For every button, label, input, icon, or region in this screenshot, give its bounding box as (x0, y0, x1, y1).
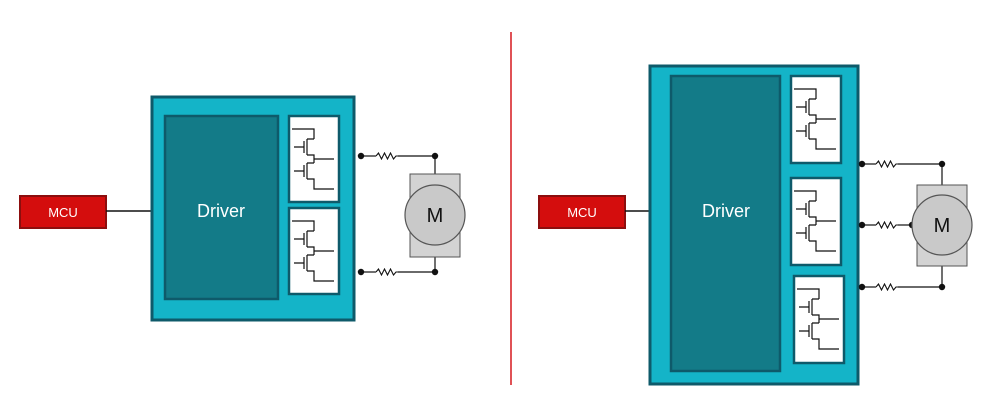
motor-icon (404, 184, 466, 246)
left-driver-label: Driver (197, 201, 245, 221)
left-mcu-label: MCU (48, 205, 78, 220)
left-driver-block: Driver (150, 95, 356, 322)
left-motor: M (404, 173, 466, 258)
left-mcu-block: MCU (19, 195, 107, 229)
motor-icon (911, 194, 973, 256)
right-motor-label: M (934, 215, 951, 237)
right-motor: M (911, 184, 973, 267)
resistor-icon (376, 152, 398, 160)
right-mcu-block: MCU (538, 195, 626, 229)
right-panel: MCU Driver (538, 64, 973, 386)
right-output-wiring (858, 160, 946, 291)
right-driver-label: Driver (702, 201, 750, 221)
right-mcu-label: MCU (567, 205, 597, 220)
resistor-icon (376, 268, 398, 276)
left-panel: MCU Driver (19, 95, 466, 322)
resistor-icon (876, 160, 898, 168)
left-motor-label: M (427, 205, 444, 227)
resistor-icon (876, 283, 898, 291)
resistor-icon (876, 221, 898, 229)
right-driver-block: Driver (648, 64, 860, 386)
left-output-wiring (357, 152, 439, 276)
